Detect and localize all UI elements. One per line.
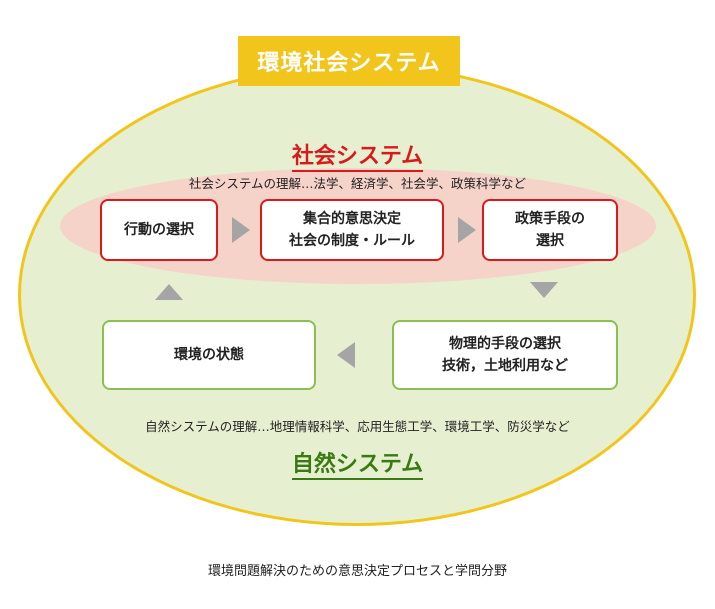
social-system-description: 社会システムの理解…法学、経済学、社会学、政策科学など	[188, 176, 527, 191]
natural-system-description: 自然システムの理解…地理情報科学、応用生態工学、環境工学、防災学など	[145, 419, 570, 434]
arrow-right-icon	[458, 217, 476, 243]
title-badge: 環境社会システム	[238, 36, 460, 86]
collective-decision-label: 集合的意思決定 社会の制度・ルール	[289, 211, 415, 249]
title-text: 環境社会システム	[257, 51, 441, 76]
collective-decision-box: 集合的意思決定 社会の制度・ルール	[260, 199, 444, 261]
policy-choice-label: 政策手段の 選択	[515, 211, 585, 249]
physical-choice-box: 物理的手段の選択 技術，土地利用など	[392, 320, 618, 390]
action-choice-box: 行動の選択	[100, 199, 218, 261]
arrow-right-icon	[232, 217, 250, 243]
figure-caption: 環境問題解決のための意思決定プロセスと学問分野	[207, 564, 507, 579]
social-system-title: 社会システム	[200, 138, 515, 172]
arrow-left-icon	[337, 342, 355, 368]
environment-state-label: 環境の状態	[174, 347, 244, 363]
natural-system-title: 自然システム	[200, 446, 515, 480]
environmental-social-system-ellipse	[18, 64, 696, 526]
arrow-down-icon	[530, 282, 558, 298]
environment-state-box: 環境の状態	[102, 320, 316, 390]
action-choice-label: 行動の選択	[124, 222, 194, 238]
arrow-up-icon	[155, 284, 183, 300]
physical-choice-label: 物理的手段の選択 技術，土地利用など	[442, 336, 568, 374]
policy-choice-box: 政策手段の 選択	[482, 199, 618, 261]
